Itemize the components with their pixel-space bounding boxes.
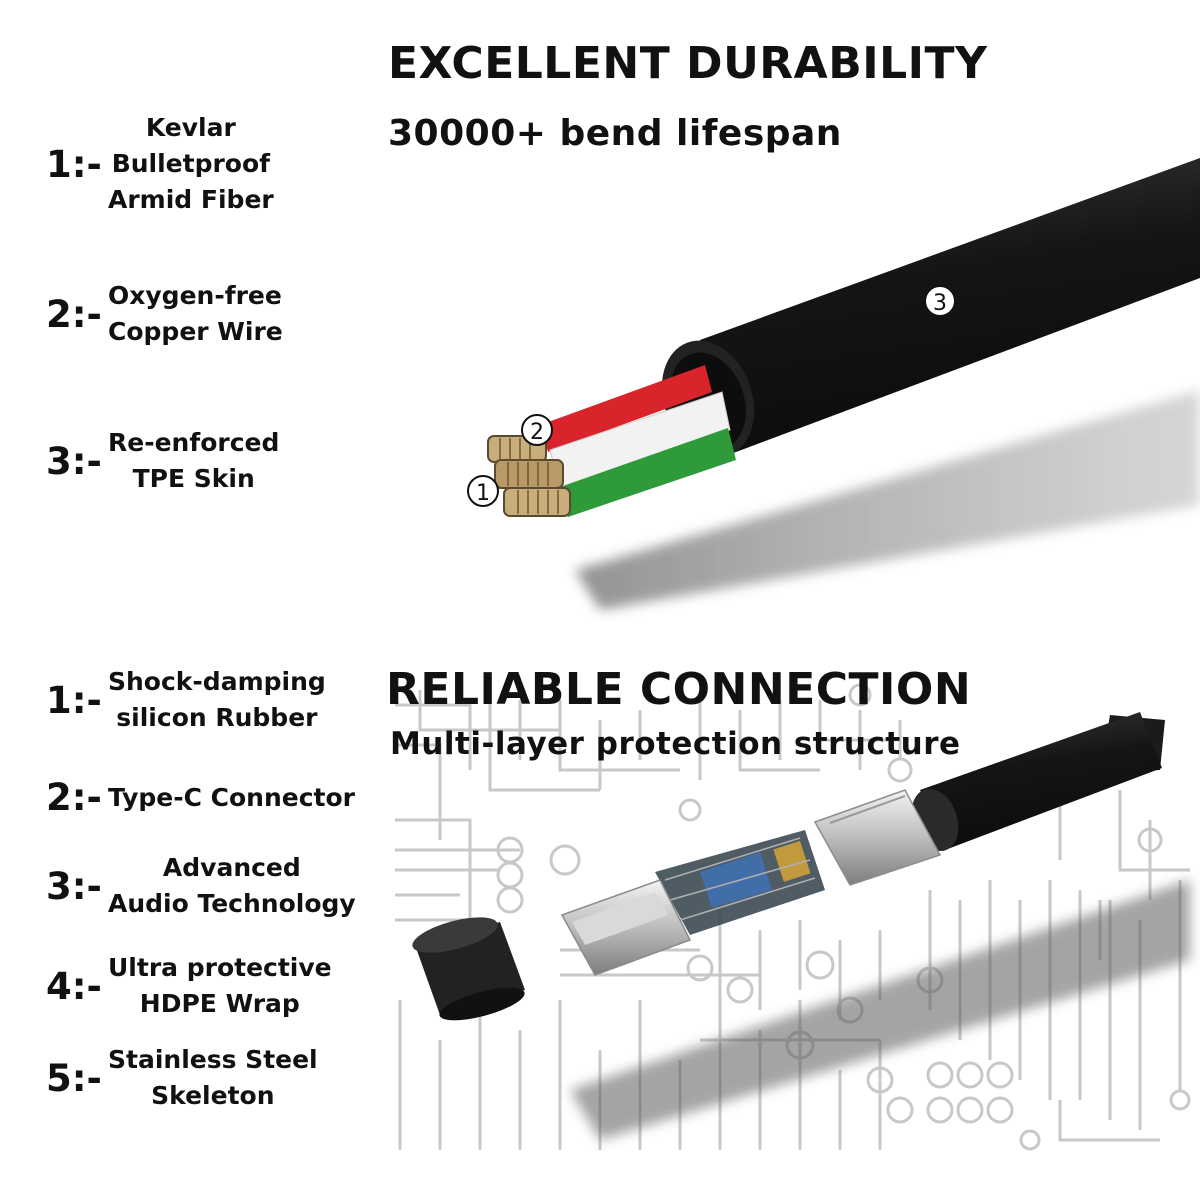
item-number: 2:- bbox=[46, 292, 102, 336]
svg-text:1: 1 bbox=[476, 481, 490, 506]
callout-2: 2 bbox=[521, 414, 553, 446]
item-number: 2:- bbox=[46, 776, 102, 819]
item-label: Kevlar Bulletproof Armid Fiber bbox=[108, 113, 274, 214]
item-label: Re-enforced TPE Skin bbox=[108, 428, 280, 493]
wire-green bbox=[560, 428, 736, 517]
item-label: Stainless Steel Skeleton bbox=[108, 1045, 318, 1110]
svg-text:2: 2 bbox=[530, 420, 544, 445]
item-label: Advanced Audio Technology bbox=[108, 853, 356, 918]
item-label: Ultra protective HDPE Wrap bbox=[108, 953, 332, 1018]
metal-shell bbox=[813, 789, 942, 886]
item-number: 4:- bbox=[46, 964, 102, 1008]
durability-subtitle: 30000+ bend lifespan bbox=[388, 113, 842, 154]
durability-item-2: 2:- Oxygen-free Copper Wire bbox=[46, 278, 283, 350]
rubber-end-cap bbox=[412, 917, 525, 1021]
wire-red bbox=[540, 365, 712, 452]
connection-item-5: 5:- Stainless Steel Skeleton bbox=[46, 1042, 318, 1114]
item-number: 3:- bbox=[46, 439, 102, 483]
connection-item-4: 4:- Ultra protective HDPE Wrap bbox=[46, 950, 332, 1022]
cable-illustration: 1 2 3 bbox=[467, 158, 1200, 610]
callout-1: 1 bbox=[467, 475, 499, 507]
item-label: Oxygen-free Copper Wire bbox=[108, 281, 283, 346]
connection-item-3: 3:- Advanced Audio Technology bbox=[46, 850, 356, 922]
item-number: 1:- bbox=[46, 142, 102, 186]
connection-subtitle: Multi-layer protection structure bbox=[390, 726, 961, 762]
durability-title: EXCELLENT DURABILITY bbox=[388, 38, 988, 89]
item-number: 1:- bbox=[46, 678, 102, 722]
connection-title: RELIABLE CONNECTION bbox=[386, 664, 972, 715]
type-c-plug bbox=[560, 879, 692, 976]
durability-item-3: 3:- Re-enforced TPE Skin bbox=[46, 425, 279, 497]
connector-shadow bbox=[570, 880, 1190, 1140]
item-number: 3:- bbox=[46, 864, 102, 908]
durability-item-1: 1:- Kevlar Bulletproof Armid Fiber bbox=[46, 110, 274, 218]
cable-shadow bbox=[575, 390, 1200, 610]
connection-item-1: 1:- Shock-damping silicon Rubber bbox=[46, 664, 326, 736]
connector-illustration bbox=[412, 712, 1190, 1140]
item-number: 5:- bbox=[46, 1056, 102, 1100]
item-label: Shock-damping silicon Rubber bbox=[108, 667, 326, 732]
callout-3: 3 bbox=[924, 285, 956, 317]
item-label: Type-C Connector bbox=[108, 782, 356, 812]
audio-chip-module bbox=[655, 830, 825, 935]
svg-text:3: 3 bbox=[933, 291, 947, 316]
connection-item-2: 2:- Type-C Connector bbox=[46, 776, 355, 819]
